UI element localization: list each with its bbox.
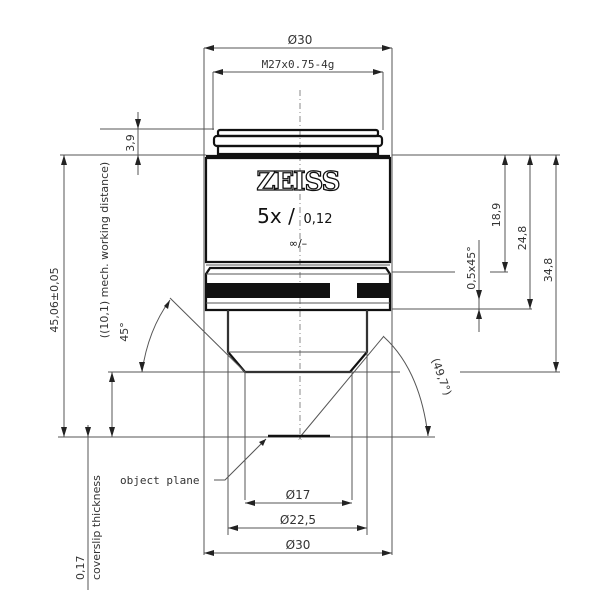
diameter-30-bottom-label: Ø30 bbox=[286, 538, 311, 552]
dim-18-9-label: 18,9 bbox=[490, 203, 503, 228]
dim-34-8-label: 34,8 bbox=[542, 258, 555, 283]
dimension-parfocal: 45,06±0,05 bbox=[48, 155, 67, 437]
dimension-34-8: 34,8 bbox=[460, 155, 560, 373]
dimension-diameter-30-bottom: Ø30 bbox=[204, 538, 392, 556]
dimension-18-9: 18,9 bbox=[490, 155, 508, 273]
dimension-top-diameter: Ø30 bbox=[203, 33, 393, 160]
magnification-label: 5x / bbox=[257, 204, 295, 228]
dim-24-8-label: 24,8 bbox=[516, 226, 529, 251]
diameter-30-top-label: Ø30 bbox=[288, 33, 313, 47]
svg-text:×: × bbox=[298, 434, 303, 443]
coverslip-value-label: 0,17 bbox=[74, 556, 87, 581]
dimension-diameter-17: Ø17 bbox=[245, 488, 352, 506]
chamfer-label: 0,5x45° bbox=[465, 246, 478, 290]
dimension-3-9: 3,9 bbox=[100, 112, 214, 175]
diameter-17-label: Ø17 bbox=[286, 488, 311, 502]
brand-logo: ZEISS bbox=[257, 167, 340, 197]
dimension-working-distance: ((10,1) mech. working distance) bbox=[98, 162, 115, 437]
angle-45-label: 45° bbox=[118, 322, 131, 342]
tube-length-label: ∞/– bbox=[289, 237, 307, 250]
dimension-thread: M27x0.75-4g bbox=[212, 58, 384, 130]
dimension-24-8: 24,8 bbox=[392, 155, 533, 310]
working-distance-label: ((10,1) mech. working distance) bbox=[98, 162, 111, 338]
dim-3-9-label: 3,9 bbox=[124, 134, 137, 152]
dimension-diameter-22-5: Ø22,5 bbox=[228, 513, 367, 531]
angle-45: 45° bbox=[118, 297, 246, 373]
dimension-coverslip: 0,17 coverslip thickness bbox=[74, 425, 103, 590]
thread-label: M27x0.75-4g bbox=[262, 58, 335, 71]
numerical-aperture-label: 0,12 bbox=[304, 212, 333, 227]
dimension-chamfer: 0,5x45° bbox=[392, 240, 482, 332]
object-plane-label: object plane bbox=[120, 474, 199, 487]
parfocal-length-label: 45,06±0,05 bbox=[48, 267, 61, 332]
coverslip-thickness-label: coverslip thickness bbox=[90, 475, 103, 580]
object-plane-leader: object plane bbox=[120, 438, 267, 487]
angle-49-7: (49,7°) bbox=[299, 335, 454, 438]
angle-49-7-label: (49,7°) bbox=[429, 356, 454, 397]
diameter-22-5-label: Ø22,5 bbox=[280, 513, 316, 527]
